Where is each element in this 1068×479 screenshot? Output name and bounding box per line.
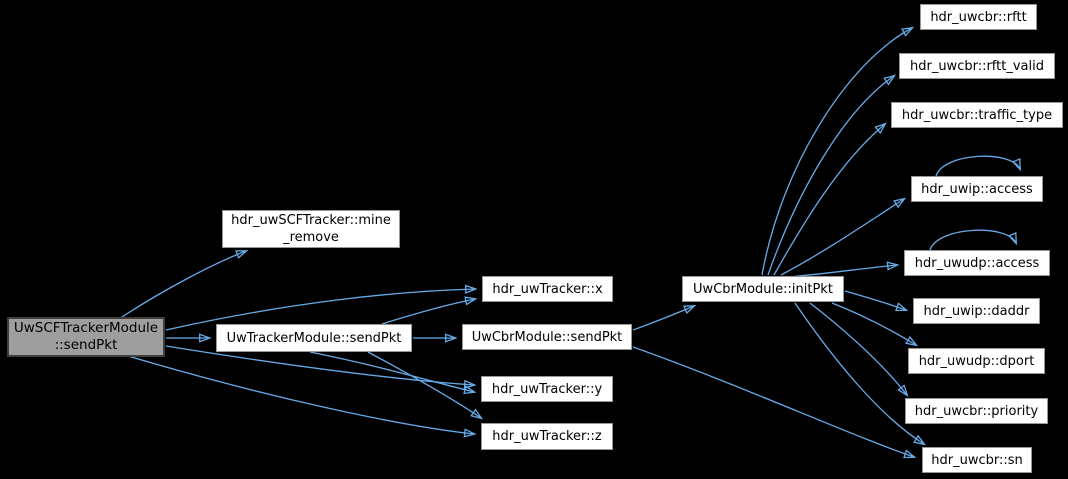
- node-hdr-uwscftracker-mine-remove[interactable]: hdr_uwSCFTracker::mine _remove: [222, 210, 400, 248]
- node-label: _remove: [283, 230, 339, 245]
- edge-initpkt-traffic-type: [773, 124, 885, 276]
- edge-tracker-y: [309, 351, 474, 392]
- node-label: hdr_uwSCFTracker::mine: [231, 213, 391, 228]
- node-label: hdr_uwTracker::y: [491, 381, 603, 397]
- edge-initpkt-uwip-access: [780, 199, 904, 276]
- node-label: hdr_uwcbr::rftt: [930, 9, 1027, 25]
- edge-initpkt-daddr: [844, 290, 906, 310]
- edge-root-tracker-x: [165, 289, 475, 331]
- node-label: hdr_uwudp::dport: [918, 353, 1035, 369]
- node-label: hdr_uwip::access: [921, 181, 1033, 197]
- node-uwcbrmodule-initpkt[interactable]: UwCbrModule::initPkt: [682, 276, 844, 302]
- node-hdr-uwcbr-sn[interactable]: hdr_uwcbr::sn: [922, 447, 1032, 473]
- edge-root-mine-remove: [121, 251, 246, 318]
- edge-initpkt-dport: [831, 302, 916, 345]
- node-label: UwTrackerModule::sendPkt: [226, 330, 402, 346]
- node-hdr-uwcbr-priority[interactable]: hdr_uwcbr::priority: [905, 398, 1048, 424]
- node-label: UwCbrModule::initPkt: [693, 281, 833, 297]
- edge-root-tracker-z: [127, 355, 474, 434]
- node-hdr-uwtracker-z[interactable]: hdr_uwTracker::z: [481, 423, 613, 450]
- node-hdr-uwip-daddr[interactable]: hdr_uwip::daddr: [913, 298, 1040, 324]
- node-hdr-uwcbr-traffic-type[interactable]: hdr_uwcbr::traffic_type: [891, 102, 1063, 128]
- node-hdr-uwtracker-x[interactable]: hdr_uwTracker::x: [482, 276, 613, 302]
- node-label: hdr_uwcbr::rftt_valid: [909, 58, 1044, 74]
- node-hdr-uwcbr-rftt[interactable]: hdr_uwcbr::rftt: [920, 4, 1037, 30]
- edge-initpkt-rftt-valid: [767, 76, 894, 276]
- edge-root-tracker-y: [165, 345, 474, 385]
- node-label: UwSCFTrackerModule: [13, 320, 159, 336]
- node-hdr-uwcbr-rftt-valid[interactable]: hdr_uwcbr::rftt_valid: [899, 53, 1055, 79]
- node-hdr-uwtracker-y[interactable]: hdr_uwTracker::y: [481, 376, 613, 402]
- node-uwtrackermodule-sendpkt[interactable]: UwTrackerModule::sendPkt: [216, 324, 412, 352]
- edge-uwip-access-self-loop: [935, 155, 1020, 177]
- node-uwcbrmodule-sendpkt[interactable]: UwCbrModule::sendPkt: [462, 324, 632, 350]
- node-uwscftrackermodule-sendpkt[interactable]: UwSCFTrackerModule ::sendPkt: [7, 317, 165, 357]
- edge-tracker-x: [381, 299, 475, 325]
- node-hdr-uwudp-access[interactable]: hdr_uwudp::access: [904, 250, 1050, 276]
- edge-uwudp-access-self-loop: [929, 229, 1016, 251]
- node-hdr-uwudp-dport[interactable]: hdr_uwudp::dport: [908, 348, 1045, 374]
- edge-initpkt-priority: [809, 302, 907, 395]
- edge-cbr-sendpkt-initpkt: [632, 306, 694, 331]
- edge-initpkt-uwudp-access: [788, 265, 897, 278]
- node-label: hdr_uwudp::access: [914, 255, 1040, 271]
- node-label: UwCbrModule::sendPkt: [471, 329, 623, 345]
- node-hdr-uwip-access[interactable]: hdr_uwip::access: [911, 176, 1043, 202]
- node-label: hdr_uwcbr::sn: [931, 452, 1023, 468]
- node-label: hdr_uwcbr::priority: [914, 403, 1039, 419]
- edge-tracker-z: [367, 351, 481, 418]
- node-label: hdr_uwcbr::traffic_type: [901, 107, 1053, 123]
- edge-initpkt-sn: [794, 302, 924, 444]
- edge-initpkt-rftt: [761, 28, 912, 276]
- node-label: hdr_uwTracker::x: [492, 281, 603, 297]
- node-label: ::sendPkt: [54, 337, 118, 353]
- node-label: hdr_uwip::daddr: [923, 303, 1030, 319]
- edge-cbr-sendpkt-sn: [632, 346, 914, 457]
- node-label: hdr_uwTracker::z: [492, 429, 602, 444]
